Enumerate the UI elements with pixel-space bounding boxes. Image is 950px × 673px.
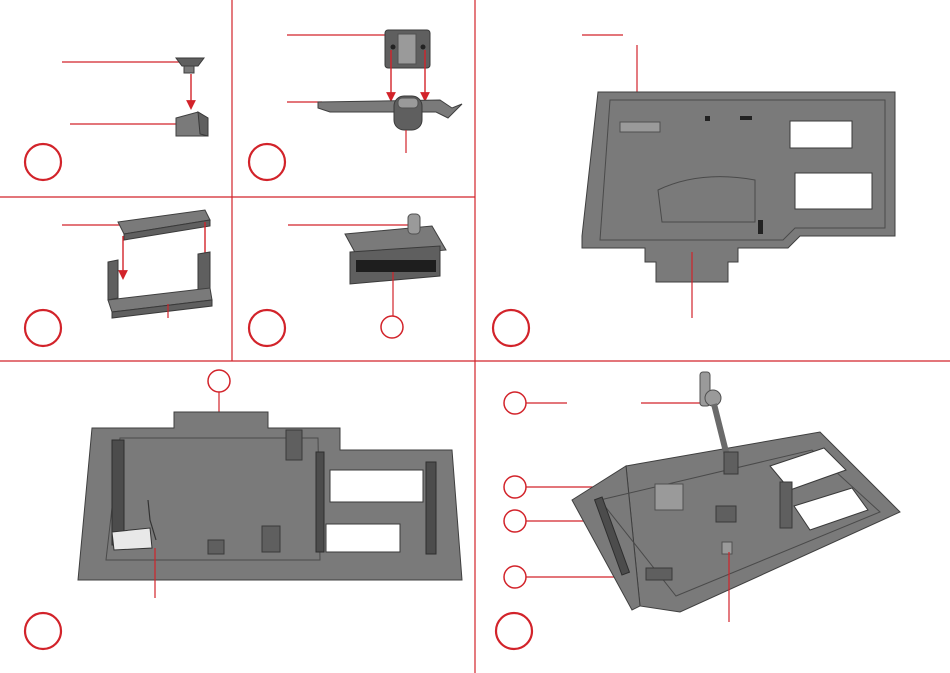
base-plate-underside [78, 412, 462, 580]
top-bar-part [118, 210, 210, 240]
plate-window [326, 524, 400, 552]
panel-2 [249, 30, 462, 180]
reference-circle [504, 510, 526, 532]
step-number-circle [493, 310, 529, 346]
plate-window [795, 173, 872, 209]
side-rail [112, 440, 124, 545]
reference-circle [381, 316, 403, 338]
socket-part [385, 30, 430, 68]
panel-1 [25, 58, 208, 180]
panel-5 [249, 214, 446, 346]
panel-7 [496, 372, 900, 649]
plate-window [330, 470, 423, 502]
panel-6 [25, 370, 462, 649]
side-rail [426, 462, 436, 554]
base-plate [582, 92, 895, 282]
block-part [176, 112, 208, 136]
reference-circle [208, 370, 230, 392]
arm-part [318, 96, 462, 130]
step-number-circle [25, 310, 61, 346]
reference-circle [504, 566, 526, 588]
step-number-circle [249, 310, 285, 346]
inner-rail [316, 452, 324, 552]
step-number-circle [496, 613, 532, 649]
step-number-circle [249, 144, 285, 180]
panel-4 [25, 210, 212, 346]
step-number-circle [25, 613, 61, 649]
panel-3 [493, 35, 895, 346]
reference-circle [504, 392, 526, 414]
step-number-circle [25, 144, 61, 180]
reference-circle [504, 476, 526, 498]
cap-part [176, 58, 204, 73]
plate-window [790, 121, 852, 148]
